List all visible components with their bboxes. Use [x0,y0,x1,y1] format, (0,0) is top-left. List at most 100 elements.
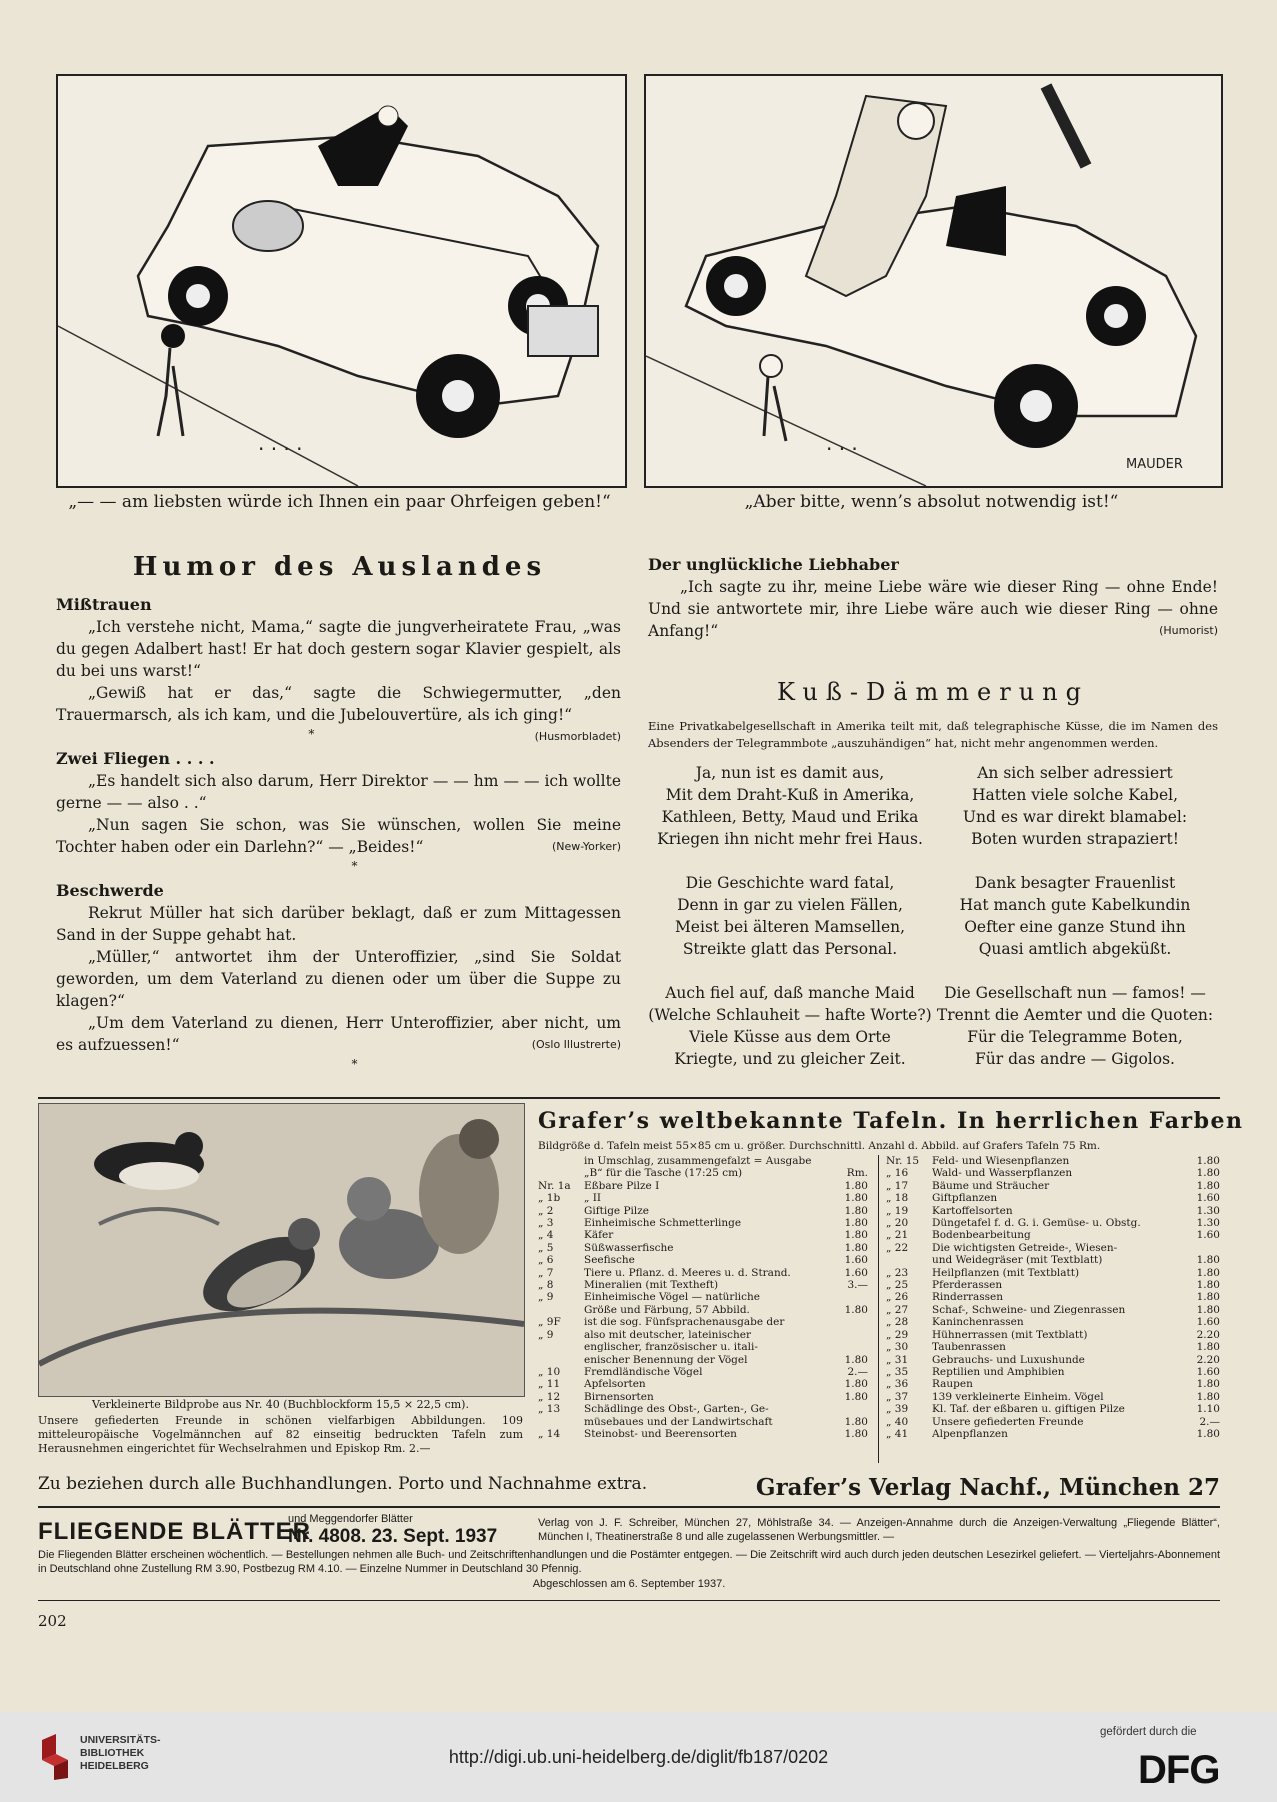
price-row-price: 1.80 [844,1390,868,1403]
price-row-price: 2.20 [1196,1328,1220,1341]
price-row-title: Fremdländische Vögel [584,1365,703,1378]
price-row-price: 1.80 [1196,1167,1220,1180]
poem-stanza: Auch fiel auf, daß manche Maid(Welche Sc… [648,984,932,1068]
permalink-url[interactable]: http://digi.ub.uni-heidelberg.de/diglit/… [448,1747,829,1767]
price-row-price: 1.60 [1196,1192,1220,1205]
price-row-title: Feld- und Wiesenpflanzen [932,1155,1070,1167]
price-row-title: Raupen [932,1378,973,1391]
price-row-number [886,1254,932,1266]
price-row-title: Eßbare Pilze I [584,1179,660,1192]
price-row-price: 2.— [847,1365,868,1378]
masthead-subtitle: und Meggendorfer Blätter [288,1513,413,1525]
price-row-number [538,1304,584,1316]
price-row-title: Giftige Pilze [584,1204,650,1217]
price-row-number: „ 7 [538,1266,554,1279]
price-row-price [1184,1242,1220,1254]
price-row-number: „ 11 [538,1378,561,1391]
price-row-price: 1.80 [1196,1291,1220,1304]
price-row: enischer Benennung der Vögel 1.80 [538,1354,868,1366]
price-row-number: „ 36 [886,1378,909,1391]
price-row-number: „ 35 [886,1365,909,1378]
story-paragraph: „Es handelt sich also darum, Herr Direkt… [56,772,621,812]
price-row-price: 1.80 [844,1353,868,1366]
story-paragraph: „Nun sagen Sie schon, was Sie wünschen, … [56,816,621,856]
price-row-title: Heilpflanzen (mit Textblatt) [932,1266,1080,1279]
bird-image-description: Unsere gefiederten Freunde in schönen vi… [38,1414,523,1455]
price-row-number: Nr. 15 [886,1155,920,1167]
price-row-number: „ 41 [886,1427,909,1440]
price-row-price: 1.80 [844,1241,868,1254]
story-paragraph: „Ich sagte zu ihr, meine Liebe wäre wie … [648,578,1218,640]
cartoon-left-drawing: · · · · [58,105,600,486]
price-row: „ 36 Raupen 1.80 [886,1378,1220,1390]
price-row-title: Reptilien und Amphibien [932,1365,1065,1378]
price-row: in Umschlag, zusammengefalzt = Ausgabe [538,1155,868,1167]
price-row-title: ist die sog. Fünfsprachenausgabe der [584,1316,785,1329]
price-row-title: und Weidegräser (mit Textblatt) [932,1254,1103,1267]
poem-left-column: Ja, nun ist es damit aus,Mit dem Draht-K… [640,762,940,1092]
price-row-number [538,1155,584,1167]
cartoon-left-caption: „— — am liebsten würde ich Ihnen ein paa… [68,492,611,512]
price-row-price: 1.80 [1196,1427,1220,1440]
price-row-price [832,1341,868,1353]
closing-date: Abgeschlossen am 6. September 1937. [532,1578,726,1590]
price-row-title: enischer Benennung der Vögel [584,1353,748,1366]
price-row: englischer, französischer u. itali- [538,1341,868,1353]
cartoon-right: · · · MAUDER [644,74,1223,488]
price-row-price: 1.80 [1196,1266,1220,1279]
price-row-price: 1.80 [844,1303,868,1316]
price-row-title: Schaf-, Schweine- und Ziegenrassen [932,1303,1126,1316]
story-source: (Oslo Illustrerte) [531,1038,621,1051]
publisher-imprint: Verlag von J. F. Schreiber, München 27, … [538,1517,1220,1543]
price-row-price: 1.80 [844,1217,868,1230]
price-row-title: Unsere gefiederten Freunde [932,1415,1084,1428]
funding-note: gefördert durch die [1100,1726,1197,1738]
price-row-number: „ 14 [538,1427,561,1440]
price-row-number: „ 29 [886,1328,909,1341]
price-row-number: „ 22 [886,1241,909,1254]
price-row-price: 1.80 [1196,1378,1220,1391]
price-row-number: „ 30 [886,1341,909,1354]
price-row-title: Wald- und Wasserpflanzen [932,1167,1073,1180]
story-title: Mißtrauen [56,595,152,614]
svg-text:· · ·: · · · [826,437,858,461]
price-row-price: 1.80 [1196,1254,1220,1267]
price-row-price: Rm. [846,1167,868,1180]
price-row-price: 1.80 [1196,1279,1220,1292]
price-row-title: Größe und Färbung, 57 Abbild. [584,1303,750,1316]
price-row: Größe und Färbung, 57 Abbild. 1.80 [538,1304,868,1316]
price-row-title: Kartoffelsorten [932,1204,1013,1217]
cartoon-left: · · · · [56,74,627,488]
price-row-price: 1.60 [844,1266,868,1279]
humor-column-right: Der unglückliche Liebhaber „Ich sagte zu… [648,548,1218,642]
advert-subtitle: Bildgröße d. Tafeln meist 55×85 cm u. gr… [538,1140,1101,1152]
bird-plate-image [39,1104,524,1396]
poem-stanza: Die Gesellschaft nun — famos! —Trennt di… [936,984,1214,1068]
story-paragraph: Rekrut Müller hat sich darüber beklagt, … [56,904,621,944]
poem-intro: Eine Privatkabelgesellschaft in Amerika … [648,719,1218,750]
price-row-title: „ II [584,1192,602,1205]
price-row-number: „ 18 [886,1192,909,1205]
price-row: und Weidegräser (mit Textblatt) 1.80 [886,1254,1220,1266]
dfg-logo: DFG [1138,1748,1220,1792]
price-row-price: 1.60 [844,1254,868,1267]
price-row-price: 2.— [1199,1415,1220,1428]
price-row-price: 1.80 [1196,1303,1220,1316]
price-row-title: Käfer [584,1229,614,1242]
